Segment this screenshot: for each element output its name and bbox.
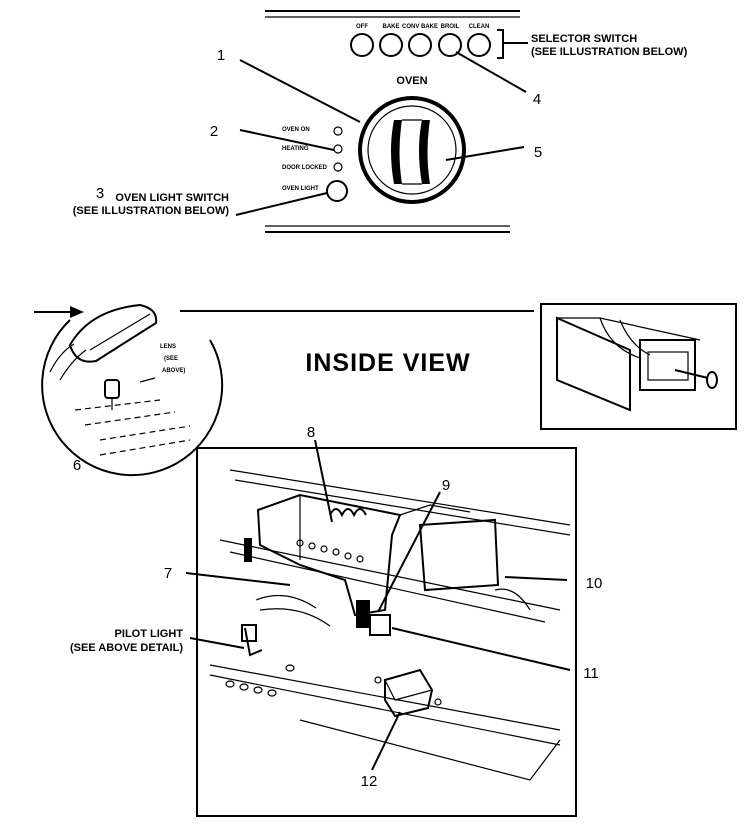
oven-light-button-label: OVEN LIGHT bbox=[282, 186, 319, 192]
indicator-oven-on: OVEN ON bbox=[282, 127, 310, 133]
control-panel: OFF BAKE CONV BAKE BROIL CLEAN OVEN OVEN… bbox=[73, 10, 688, 233]
indicators: OVEN ON HEATING DOOR LOCKED OVEN LIGHT bbox=[282, 126, 348, 202]
selector-bracket bbox=[497, 29, 504, 59]
button-label-broil: BROIL bbox=[441, 24, 460, 30]
switch-detail-box bbox=[540, 303, 737, 430]
leader-8 bbox=[314, 439, 333, 523]
indicator-lamp-door-locked bbox=[333, 162, 343, 172]
oven-light-switch-sublabel: (SEE ILLUSTRATION BELOW) bbox=[73, 205, 230, 217]
button-label-conv-bake: CONV BAKE bbox=[402, 24, 438, 30]
button-label-clean: CLEAN bbox=[469, 24, 490, 30]
pilot-light-sublabel: (SEE ABOVE DETAIL) bbox=[70, 642, 183, 654]
button-off bbox=[350, 33, 374, 57]
part-number-6: 6 bbox=[73, 457, 81, 474]
leader-9 bbox=[377, 491, 441, 613]
indicator-heating: HEATING bbox=[282, 146, 309, 152]
part-number-12: 12 bbox=[361, 773, 378, 790]
selector-switch-label: SELECTOR SWITCH bbox=[531, 33, 637, 45]
leader-1 bbox=[239, 59, 361, 123]
lens-sublabel-1: (SEE bbox=[164, 356, 178, 362]
part-number-7: 7 bbox=[164, 565, 172, 582]
part-number-8: 8 bbox=[307, 424, 315, 441]
button-broil bbox=[438, 33, 462, 57]
selector-switch-sublabel: (SEE ILLUSTRATION BELOW) bbox=[531, 46, 688, 58]
part-number-5: 5 bbox=[534, 144, 542, 161]
leader-4 bbox=[455, 51, 527, 93]
button-conv-bake bbox=[408, 33, 432, 57]
selector-buttons: OFF BAKE CONV BAKE BROIL CLEAN bbox=[350, 24, 491, 57]
oven-light-switch-label: OVEN LIGHT SWITCH bbox=[115, 192, 229, 204]
leader-12 bbox=[371, 711, 401, 771]
button-clean bbox=[467, 33, 491, 57]
part-number-9: 9 bbox=[442, 477, 450, 494]
oven-knob bbox=[358, 96, 466, 204]
leader-5 bbox=[445, 146, 525, 161]
indicator-door-locked: DOOR LOCKED bbox=[282, 165, 328, 171]
part-number-1: 1 bbox=[217, 47, 225, 64]
button-bake bbox=[379, 33, 403, 57]
oven-light-button bbox=[326, 180, 348, 202]
leader-11 bbox=[391, 627, 571, 671]
part-number-2: 2 bbox=[210, 123, 218, 140]
lens-label: LENS bbox=[160, 344, 176, 350]
leader-7 bbox=[185, 572, 291, 586]
knob-label: OVEN bbox=[396, 75, 427, 87]
leader-10 bbox=[504, 576, 568, 581]
part-number-4: 4 bbox=[533, 91, 541, 108]
lens-sublabel-2: ABOVE) bbox=[162, 368, 185, 374]
pilot-light-label: PILOT LIGHT bbox=[115, 628, 184, 640]
indicator-lamp-oven-on bbox=[333, 126, 343, 136]
leader-2 bbox=[239, 129, 335, 151]
part-number-11: 11 bbox=[583, 665, 599, 682]
indicator-lamp-heating bbox=[333, 144, 343, 154]
leader-pilot bbox=[189, 637, 245, 649]
part-number-3: 3 bbox=[96, 185, 104, 202]
leader-3 bbox=[235, 192, 328, 216]
button-label-off: OFF bbox=[356, 24, 368, 30]
inside-view-box bbox=[196, 447, 577, 817]
part-number-10: 10 bbox=[586, 575, 603, 592]
pilot-light-detail: LENS (SEE ABOVE) bbox=[34, 303, 534, 477]
terminal-block bbox=[296, 539, 364, 563]
button-label-bake: BAKE bbox=[382, 24, 399, 30]
inside-view-title: INSIDE VIEW bbox=[305, 349, 470, 377]
